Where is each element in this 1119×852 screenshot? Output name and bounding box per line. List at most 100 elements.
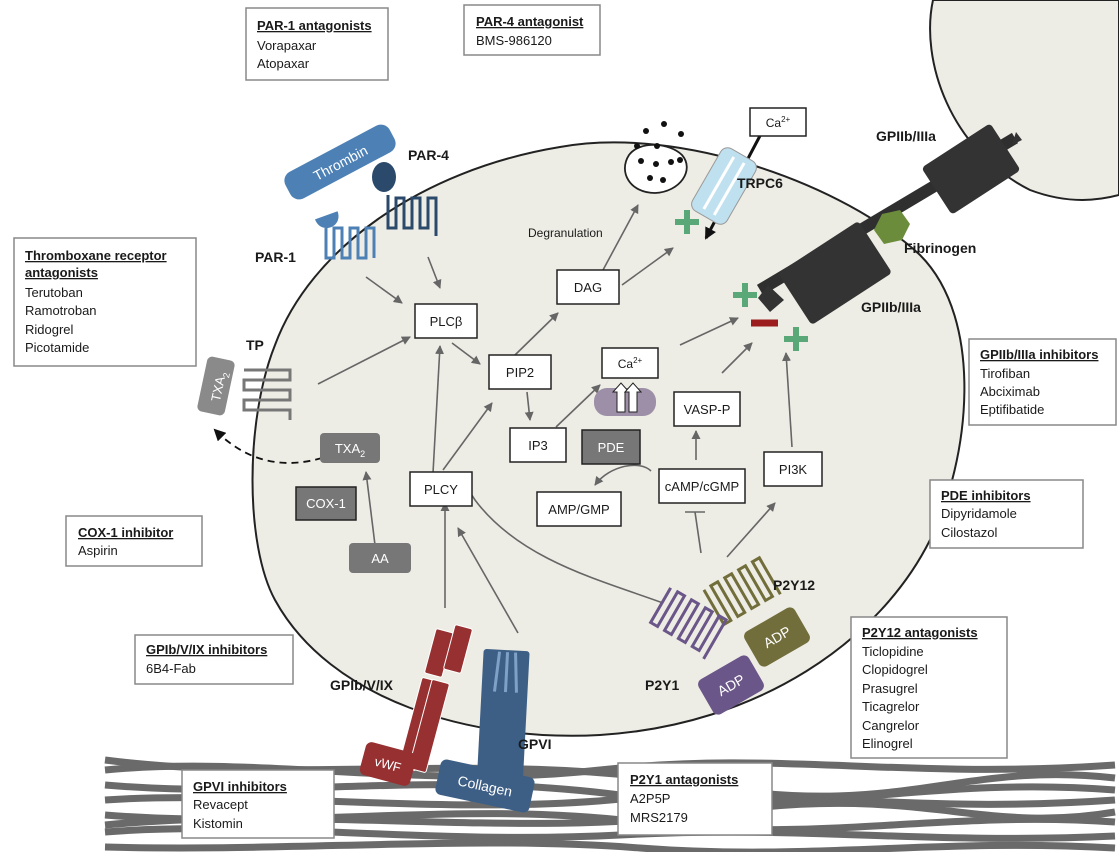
node-ampgmp: AMP/GMP <box>536 491 622 527</box>
node-ip3: IP3 <box>509 427 567 463</box>
svg-text:IP3: IP3 <box>528 438 548 453</box>
svg-text:PI3K: PI3K <box>779 462 808 477</box>
svg-text:Ramotroban: Ramotroban <box>25 303 97 318</box>
vwf-ligand: vWF <box>359 742 417 786</box>
label-degranulation: Degranulation <box>528 226 603 240</box>
label-p2y12: P2Y12 <box>773 577 815 593</box>
svg-text:PLCY: PLCY <box>424 482 458 497</box>
txa2-efflux-arrow <box>213 428 323 464</box>
svg-text:P2Y1 antagonists: P2Y1 antagonists <box>630 772 738 787</box>
trpc6-channel <box>691 147 757 225</box>
inhibitor-box-gpvi: GPVI inhibitors Revacept Kistomin <box>181 769 335 839</box>
inhibitor-box-p2y12: P2Y12 antagonists Ticlopidine Clopidogre… <box>850 616 1008 759</box>
p2y1-receptor <box>648 587 729 660</box>
label-fibrinogen: Fibrinogen <box>904 240 976 256</box>
svg-text:Kistomin: Kistomin <box>193 816 243 831</box>
svg-text:TXA2: TXA2 <box>335 441 365 459</box>
gpiib-iiia-top <box>756 124 1022 324</box>
svg-text:Aspirin: Aspirin <box>78 543 118 558</box>
svg-text:PDE: PDE <box>598 440 625 455</box>
svg-text:Clopidogrel: Clopidogrel <box>862 662 928 677</box>
svg-text:Tirofiban: Tirofiban <box>980 366 1030 381</box>
inhibitor-box-gpiib: GPIIb/IIIa inhibitors Tirofiban Abcixima… <box>968 338 1117 426</box>
svg-text:Ridogrel: Ridogrel <box>25 322 74 337</box>
label-gpvi: GPVI <box>518 736 551 752</box>
collagen-ligand: Collagen <box>435 759 535 813</box>
inhibitor-box-par4: PAR-4 antagonist BMS-986120 <box>463 4 601 56</box>
svg-text:Picotamide: Picotamide <box>25 340 89 355</box>
neighbor-platelet <box>929 0 1119 201</box>
label-tp: TP <box>246 337 264 353</box>
svg-text:GPIIb/IIIa inhibitors: GPIIb/IIIa inhibitors <box>980 347 1098 362</box>
label-gpib: GPIb/V/IX <box>330 677 394 693</box>
par1-receptor <box>315 211 376 260</box>
pathway-arrows <box>317 204 793 634</box>
svg-text:PDE inhibitors: PDE inhibitors <box>941 488 1031 503</box>
svg-text:Thromboxane receptor: Thromboxane receptor <box>25 248 167 263</box>
adp-ligand-p2y1: ADP <box>698 655 764 715</box>
svg-text:Ca2+: Ca2+ <box>618 356 643 371</box>
adp-ligand-p2y12: ADP <box>744 607 810 667</box>
node-plcb: PLCβ <box>414 303 478 339</box>
node-txa2: TXA2 <box>320 433 380 463</box>
inhibitor-box-p2y1: P2Y1 antagonists A2P5P MRS2179 <box>617 762 773 836</box>
svg-text:PAR-1 antagonists: PAR-1 antagonists <box>257 18 372 33</box>
inhibitor-box-par1: PAR-1 antagonists Vorapaxar Atopaxar <box>245 7 389 81</box>
inhibitor-box-gpib: GPIb/V/IX inhibitors 6B4-Fab <box>134 634 294 685</box>
svg-text:Ticlopidine: Ticlopidine <box>862 644 924 659</box>
granule <box>624 121 688 194</box>
svg-text:PAR-4 antagonist: PAR-4 antagonist <box>476 14 584 29</box>
label-gpiib-top: GPIIb/IIIa <box>876 128 936 144</box>
node-ca-channel: Ca2+ <box>749 107 807 137</box>
svg-text:vWF: vWF <box>373 754 403 775</box>
node-camp: cAMP/cGMP <box>658 468 746 504</box>
svg-text:PIP2: PIP2 <box>506 365 534 380</box>
svg-text:antagonists: antagonists <box>25 265 98 280</box>
svg-text:GPVI inhibitors: GPVI inhibitors <box>193 779 287 794</box>
svg-text:Abciximab: Abciximab <box>980 384 1040 399</box>
tp-receptor: TXA2 <box>197 356 292 420</box>
label-p2y1: P2Y1 <box>645 677 679 693</box>
node-pde: PDE <box>581 429 641 465</box>
svg-text:Ca2+: Ca2+ <box>766 115 791 130</box>
node-plcy: PLCY <box>409 471 473 507</box>
svg-text:Vorapaxar: Vorapaxar <box>257 38 317 53</box>
node-ca-store: Ca2+ <box>601 347 659 379</box>
label-par1: PAR-1 <box>255 249 296 265</box>
node-pip2: PIP2 <box>488 354 552 390</box>
node-pi3k: PI3K <box>763 451 823 487</box>
svg-text:COX-1 inhibitor: COX-1 inhibitor <box>78 525 173 540</box>
svg-text:Revacept: Revacept <box>193 797 248 812</box>
node-vasp: VASP-P <box>673 391 741 427</box>
gpib-receptor <box>398 624 473 773</box>
node-dag: DAG <box>556 269 620 305</box>
plus-sign-1 <box>675 210 699 234</box>
svg-text:6B4-Fab: 6B4-Fab <box>146 661 196 676</box>
svg-text:BMS-986120: BMS-986120 <box>476 33 552 48</box>
par4-receptor <box>372 162 438 236</box>
svg-text:Dipyridamole: Dipyridamole <box>941 506 1017 521</box>
fibrinogen-shape <box>874 210 910 244</box>
svg-text:VASP-P: VASP-P <box>684 402 731 417</box>
svg-text:Eptifibatide: Eptifibatide <box>980 402 1044 417</box>
svg-text:Cilostazol: Cilostazol <box>941 525 997 540</box>
svg-text:Atopaxar: Atopaxar <box>257 56 310 71</box>
label-trpc6: TRPC6 <box>737 175 783 191</box>
p2y12-receptor <box>702 555 782 627</box>
inhibitor-box-thromboxane: Thromboxane receptor antagonists Terutob… <box>13 237 197 367</box>
svg-text:PLCβ: PLCβ <box>430 314 463 329</box>
svg-text:Elinogrel: Elinogrel <box>862 736 913 751</box>
label-gpiib-mid: GPIIb/IIIa <box>861 299 921 315</box>
inhibitor-box-pde: PDE inhibitors Dipyridamole Cilostazol <box>929 479 1084 549</box>
svg-text:Terutoban: Terutoban <box>25 285 83 300</box>
svg-text:A2P5P: A2P5P <box>630 791 670 806</box>
node-aa: AA <box>349 543 411 573</box>
svg-text:Cangrelor: Cangrelor <box>862 718 920 733</box>
svg-text:DAG: DAG <box>574 280 602 295</box>
svg-text:TXA2: TXA2 <box>208 370 232 403</box>
gpvi-receptor <box>476 649 530 791</box>
svg-text:P2Y12 antagonists: P2Y12 antagonists <box>862 625 978 640</box>
txa2-receptor-ligand-label: TXA <box>208 375 228 403</box>
svg-text:Prasugrel: Prasugrel <box>862 681 918 696</box>
